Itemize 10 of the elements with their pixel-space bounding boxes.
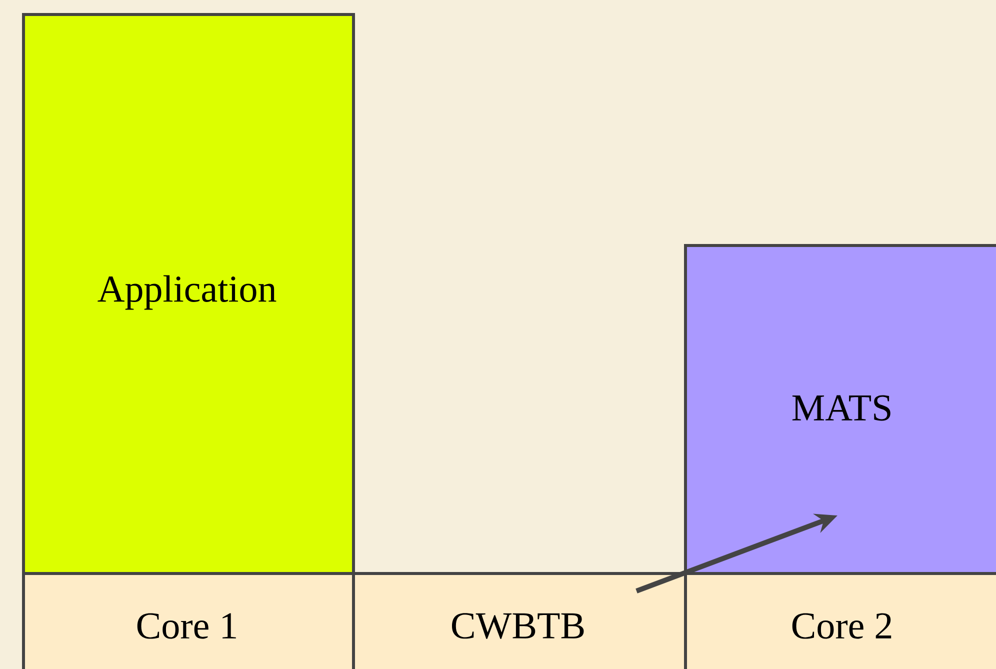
- layer-box: [22, 13, 355, 575]
- box-label: Core 1: [137, 613, 236, 639]
- box-label: Core 2: [792, 613, 892, 639]
- core-cell: [352, 572, 687, 669]
- box-label: MATS: [792, 395, 890, 421]
- core-cell: [22, 572, 355, 669]
- box-label: Application: [98, 275, 276, 310]
- core-cell: [684, 572, 996, 669]
- box-label: CWBTB: [452, 613, 584, 639]
- layer-box: [684, 244, 996, 575]
